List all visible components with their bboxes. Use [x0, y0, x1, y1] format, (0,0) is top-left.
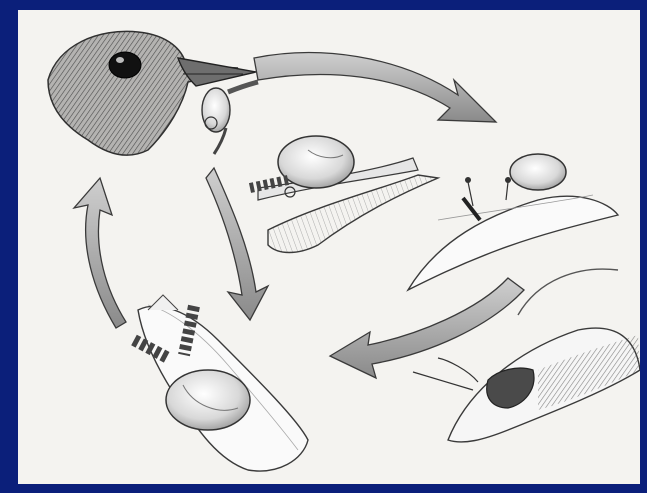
snail-on-branch: [250, 136, 438, 253]
arrow-icon: [254, 53, 496, 122]
snail-on-leaf: [134, 295, 308, 471]
snail-on-leaf: [413, 269, 640, 442]
drawing-paper: [18, 10, 640, 484]
bird-eye: [109, 52, 141, 78]
arrow-icon: [74, 178, 126, 328]
arrow-icon: [330, 278, 524, 378]
life-cycle-illustration: [18, 10, 640, 484]
bird-head-with-snail: [48, 31, 258, 155]
